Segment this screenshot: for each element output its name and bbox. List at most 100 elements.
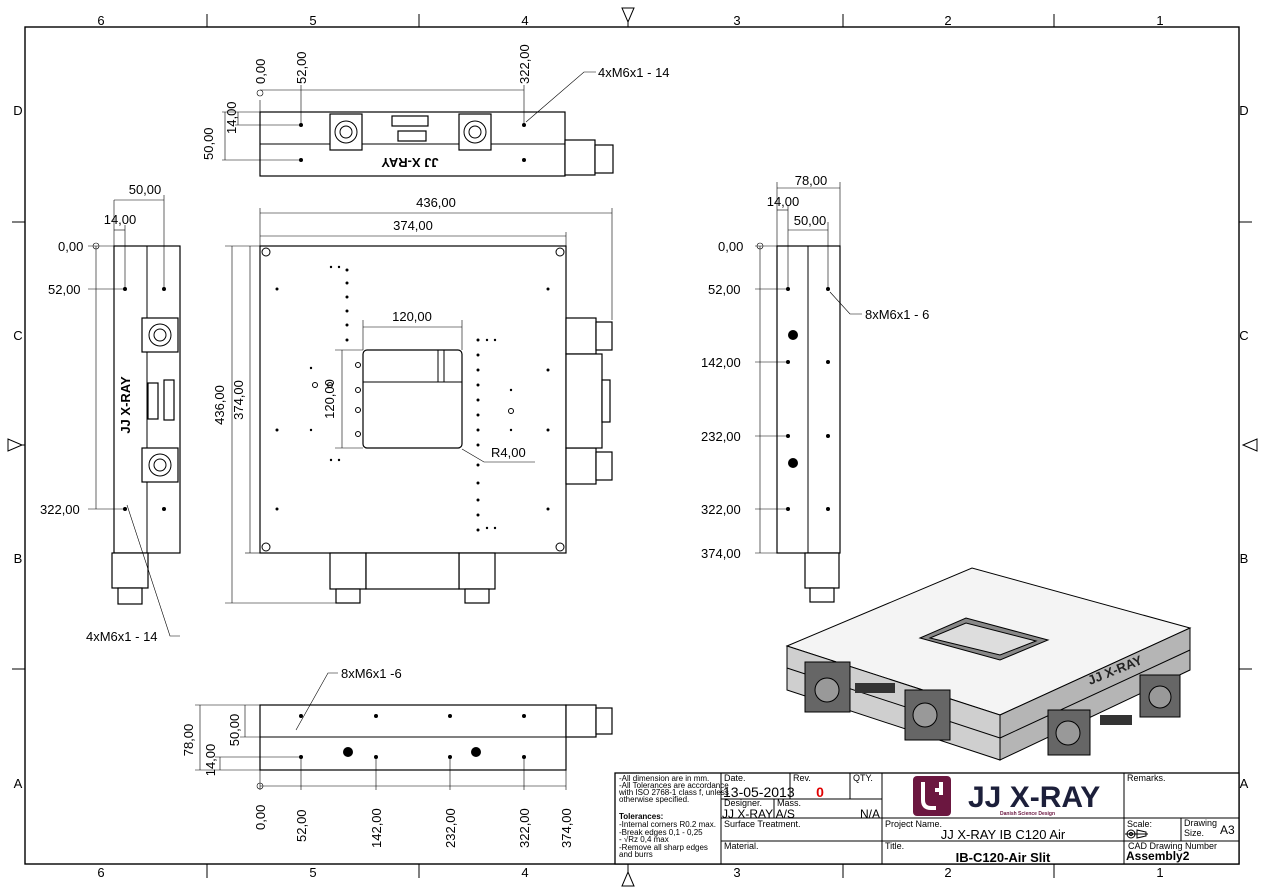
- zone-col-label: 4: [521, 13, 528, 28]
- engraved-logo: JJ X-RAY: [381, 155, 439, 170]
- projection-symbol-icon: [1125, 829, 1148, 839]
- mounting-holes: [275, 265, 550, 532]
- thread-callout: 4xM6x1 - 14: [86, 629, 158, 644]
- drawing-size-value: A3: [1220, 823, 1235, 837]
- rev-value: 0: [816, 784, 824, 800]
- connector-icon: [141, 317, 179, 353]
- zone-col-label: 3: [733, 13, 740, 28]
- project-name-value: JJ X-RAY IB C120 Air: [941, 827, 1066, 842]
- tolerance-line: -Remove all sharp edges: [619, 843, 708, 852]
- dim-label: 436,00: [416, 195, 456, 210]
- dim-label: 142,00: [701, 355, 741, 370]
- dim-label: 50,00: [794, 213, 827, 228]
- dim-label: 374,00: [393, 218, 433, 233]
- zone-col-label: 5: [309, 13, 316, 28]
- note-line: -All dimension are in mm.: [619, 774, 709, 783]
- zone-row-label: A: [14, 776, 23, 791]
- designer-value: JJ X-RAY A/S: [722, 807, 795, 821]
- drawing-size-label: Size.: [1184, 828, 1204, 838]
- dim-label: 142,00: [369, 808, 384, 848]
- isometric-view: JJ X-RAY: [785, 567, 1192, 761]
- tolerance-line: -Internal corners R0.2 max.: [619, 820, 716, 829]
- dim-label: 0,00: [58, 239, 83, 254]
- zone-row-label: D: [1239, 103, 1248, 118]
- bottom-view: 8xM6x1 -6 78,00 14,00 50,00 0,00 52,00 1…: [181, 666, 613, 848]
- zone-col-label: 6: [97, 865, 104, 880]
- dim-label: 52,00: [294, 809, 309, 842]
- engraved-logo: JJ X-RAY: [118, 376, 133, 434]
- note-line: otherwise specified.: [619, 795, 689, 804]
- dim-label: 78,00: [181, 724, 196, 757]
- zone-ticks: [7, 7, 1258, 887]
- company-logo: JJ X-RAY Danish Science Design: [913, 776, 1100, 817]
- tolerance-line: - √Rz 0,4 max: [619, 835, 669, 844]
- date-label: Date.: [724, 773, 746, 783]
- thread-callout: 8xM6x1 - 6: [865, 307, 929, 322]
- zone-col-label: 2: [944, 865, 951, 880]
- main-plan-view: 436,00 374,00 120,00 120,00 436,00 374,0…: [212, 195, 613, 604]
- zone-labels: 6 5 4 3 2 1 6 5 4 3 2 1 D C B A D C B A: [13, 13, 1248, 880]
- zone-col-label: 1: [1156, 865, 1163, 880]
- zone-col-label: 2: [944, 13, 951, 28]
- dim-label: 78,00: [795, 173, 828, 188]
- dim-label: 52,00: [48, 282, 81, 297]
- dim-label: 14,00: [104, 212, 137, 227]
- note-line: with ISO 2768-1 class f, unless: [618, 788, 729, 797]
- project-name-label: Project Name.: [885, 819, 942, 829]
- tolerances-heading: Tolerances:: [619, 812, 663, 821]
- title-block: -All dimension are in mm. -All Tolerance…: [614, 772, 1240, 865]
- slit-window: [362, 349, 463, 449]
- dim-label: 14,00: [767, 194, 800, 209]
- left-view: JJ X-RAY 50,00 14,00 0,00 52,00 322,00 4…: [40, 182, 181, 644]
- mass-value: N/A: [860, 807, 880, 821]
- dim-label: 322,00: [517, 44, 532, 84]
- dim-label: 374,00: [559, 808, 574, 848]
- note-line: -All Tolerances are accordance: [619, 781, 729, 790]
- thread-callout: 8xM6x1 -6: [341, 666, 402, 681]
- dim-label: 0,00: [253, 59, 268, 84]
- zone-row-label: C: [13, 328, 22, 343]
- zone-row-label: B: [1240, 551, 1249, 566]
- tolerance-line: -Break edges 0,1 - 0,25: [619, 828, 703, 837]
- drawing-title: IB-C120-Air Slit: [956, 850, 1051, 865]
- dim-label: 0,00: [718, 239, 743, 254]
- cad-number-value: Assembly2: [1126, 849, 1190, 863]
- zone-row-label: B: [14, 551, 23, 566]
- dim-label: 232,00: [443, 808, 458, 848]
- dim-label: 0,00: [253, 805, 268, 830]
- zone-col-label: 6: [97, 13, 104, 28]
- svg-text:Danish Science Design: Danish Science Design: [1000, 811, 1055, 817]
- thread-callout: 4xM6x1 - 14: [598, 65, 670, 80]
- dim-label: 322,00: [701, 502, 741, 517]
- surface-treatment-label: Surface Treatment.: [724, 819, 801, 829]
- qty-label: QTY.: [853, 773, 873, 783]
- dim-label: 322,00: [517, 808, 532, 848]
- radius-label: R4,00: [491, 445, 526, 460]
- dim-label: 374,00: [701, 546, 741, 561]
- dim-label: 50,00: [201, 127, 216, 160]
- dim-label: 436,00: [212, 385, 227, 425]
- zone-col-label: 1: [1156, 13, 1163, 28]
- title-label: Title.: [885, 841, 904, 851]
- date-value: 13-05-2013: [723, 784, 795, 800]
- dim-label: 374,00: [231, 380, 246, 420]
- mass-label: Mass.: [777, 798, 801, 808]
- zone-row-label: C: [1239, 328, 1248, 343]
- connector-icon: [458, 113, 492, 151]
- scale-label: Scale:: [1127, 819, 1152, 829]
- dim-label: 50,00: [129, 182, 162, 197]
- dim-label: 232,00: [701, 429, 741, 444]
- zone-row-label: D: [13, 103, 22, 118]
- zone-row-label: A: [1240, 776, 1249, 791]
- drawing-size-label: Drawing: [1184, 818, 1217, 828]
- connector-icon: [141, 447, 179, 483]
- zone-col-label: 3: [733, 865, 740, 880]
- dim-label: 14,00: [224, 101, 239, 134]
- designer-label: Designer.: [724, 798, 762, 808]
- dim-label: 322,00: [40, 502, 80, 517]
- dim-label: 120,00: [392, 309, 432, 324]
- right-view: 78,00 14,00 50,00 0,00 52,00 142,00 232,…: [701, 173, 929, 603]
- material-label: Material.: [724, 841, 759, 851]
- dim-label: 50,00: [227, 714, 242, 747]
